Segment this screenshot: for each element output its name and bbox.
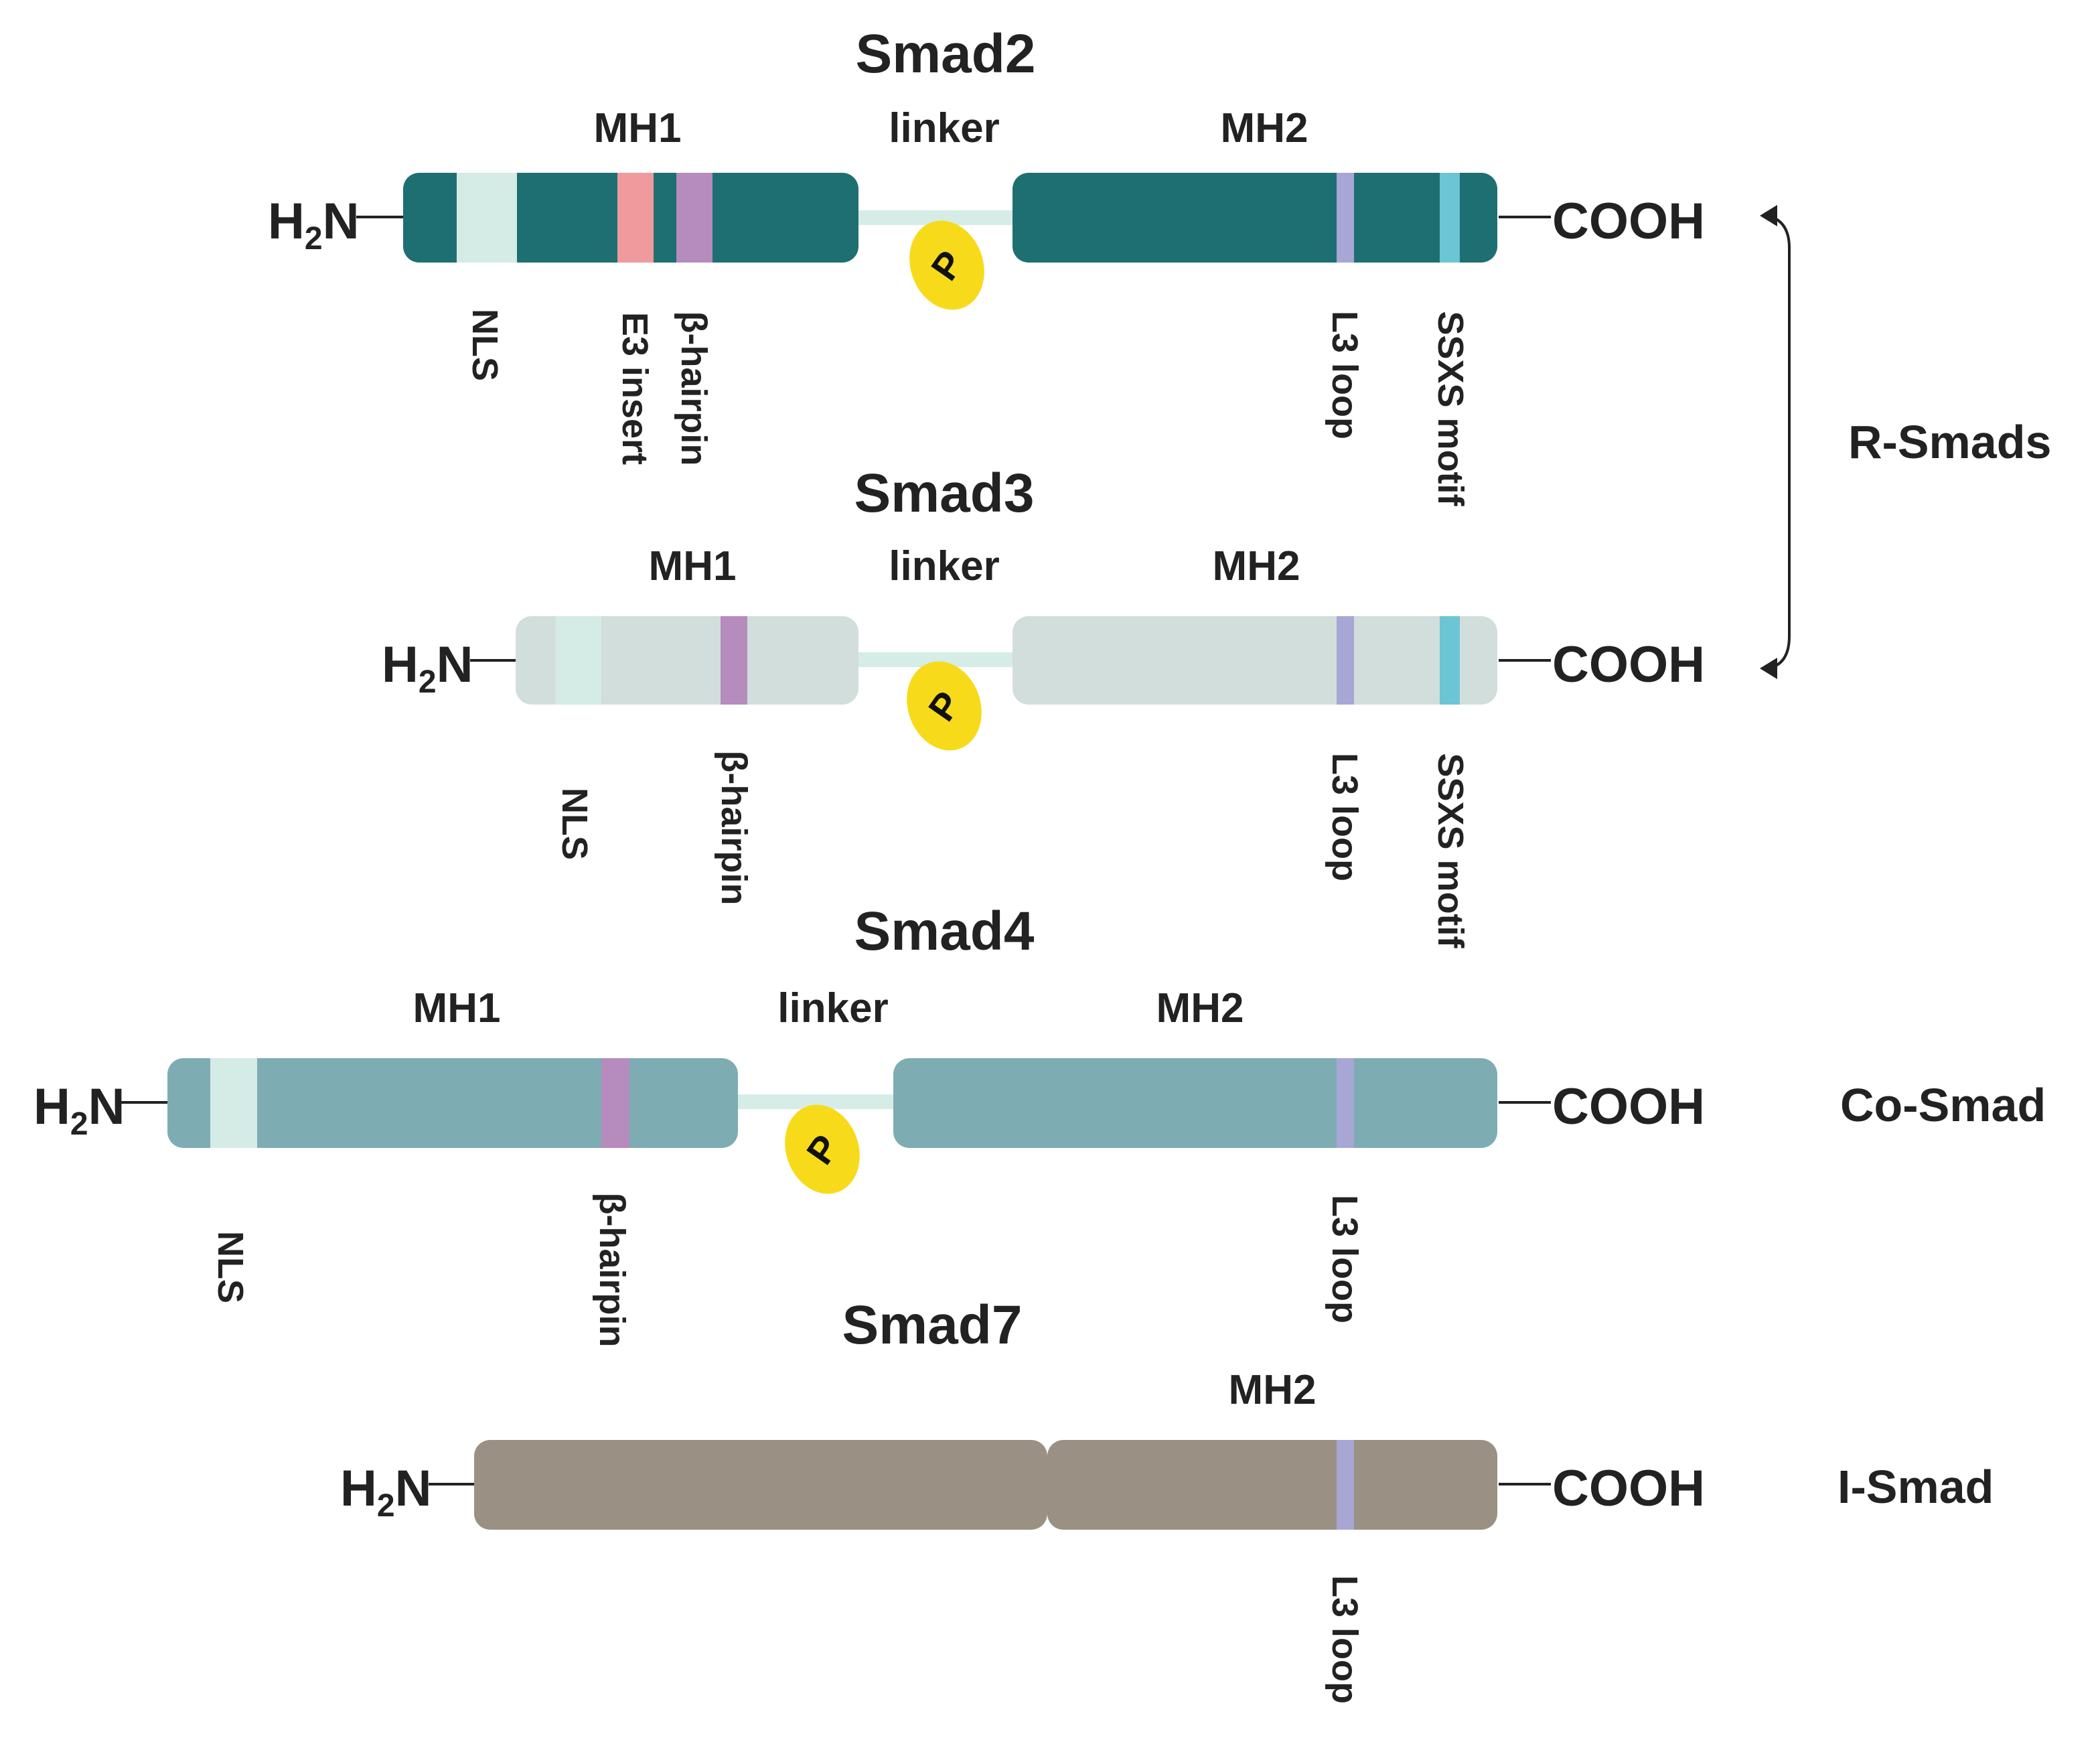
smad4-linker-label: linker <box>777 985 888 1031</box>
smad2-mh1-label: MH1 <box>594 105 682 151</box>
smad2-ssxs-band <box>1440 173 1460 263</box>
smad7-mh2-domain <box>1047 1440 1497 1530</box>
smad3-title: Smad3 <box>854 463 1035 524</box>
bracket-arrowhead-top <box>1760 205 1777 226</box>
smad4-l3-loop-label: L3 loop <box>1325 1195 1365 1323</box>
smad2-nls-band <box>457 173 517 263</box>
smad4-phospho-site: P <box>785 1104 860 1194</box>
smad7-protein: Smad7 MH2 H2N COOH I-Smad L3 loop <box>340 1295 1994 1704</box>
smad4-mh1-domain <box>167 1058 738 1148</box>
smad3-mh2-label: MH2 <box>1213 543 1300 589</box>
smad4-l3-loop-band <box>1337 1058 1354 1148</box>
smad2-protein: Smad2 MH1 linker MH2 H2N COOH P NLS E3 i… <box>268 23 1705 507</box>
smad4-protein: Smad4 MH1 linker MH2 H2N COOH P Co-Smad … <box>33 901 2046 1347</box>
smad3-ssxs-label: SSXS motif <box>1430 753 1471 948</box>
smad2-e3-insert-label: E3 insert <box>615 312 655 465</box>
smad3-nls-label: NLS <box>554 788 595 860</box>
r-smads-bracket: R-Smads <box>1760 205 2051 679</box>
smad3-phospho-site: P <box>907 661 982 751</box>
smad2-beta-hairpin-label: β-hairpin <box>674 311 714 466</box>
smad2-beta-hairpin-band <box>676 173 712 263</box>
smad3-beta-hairpin-label: β-hairpin <box>714 751 754 905</box>
smad7-n-terminus: H2N <box>340 1460 431 1524</box>
smad2-title: Smad2 <box>856 23 1036 84</box>
smad7-l3-loop-band <box>1337 1440 1354 1530</box>
smad4-title: Smad4 <box>854 901 1035 962</box>
smad3-mh1-label: MH1 <box>649 543 737 589</box>
smad4-beta-hairpin-band <box>601 1058 629 1148</box>
smad2-l3-loop-band <box>1337 173 1354 263</box>
smad2-mh2-domain <box>1012 173 1497 263</box>
smad4-nls-label: NLS <box>210 1231 250 1303</box>
smad4-beta-hairpin-label: β-hairpin <box>592 1193 632 1348</box>
smad2-ssxs-label: SSXS motif <box>1430 311 1471 506</box>
smad3-protein: Smad3 MH1 linker MH2 H2N COOH P NLS β-ha… <box>382 463 1705 949</box>
smad3-ssxs-band <box>1440 616 1460 705</box>
smad2-linker-label: linker <box>889 105 999 151</box>
smad7-mh2-label: MH2 <box>1229 1367 1317 1413</box>
smad2-e3-insert-band <box>617 173 654 263</box>
smad7-c-terminus: COOH <box>1552 1460 1705 1517</box>
smad4-mh1-label: MH1 <box>413 985 501 1031</box>
smad4-mh2-label: MH2 <box>1156 985 1244 1031</box>
i-smad-label: I-Smad <box>1837 1461 1994 1513</box>
phospho-marker <box>909 220 984 310</box>
smad4-nls-band <box>210 1058 257 1148</box>
smad2-l3-loop-label: L3 loop <box>1325 311 1365 439</box>
smad3-l3-loop-band <box>1337 616 1354 705</box>
smad7-l3-loop-label: L3 loop <box>1325 1575 1365 1704</box>
phospho-marker <box>785 1104 860 1194</box>
bracket-line <box>1767 214 1791 670</box>
smad3-beta-hairpin-band <box>721 616 747 705</box>
smad3-linker-label: linker <box>889 543 999 589</box>
phospho-marker <box>907 661 982 751</box>
smad2-c-terminus: COOH <box>1552 193 1705 250</box>
smad2-n-terminus: H2N <box>268 193 359 257</box>
smad7-title: Smad7 <box>842 1295 1023 1356</box>
smad3-l3-loop-label: L3 loop <box>1325 753 1365 881</box>
smad4-c-terminus: COOH <box>1552 1078 1705 1135</box>
smad3-mh2-domain <box>1012 616 1497 705</box>
smad2-nls-label: NLS <box>465 309 505 381</box>
smad3-nls-band <box>556 616 601 705</box>
smad3-c-terminus: COOH <box>1552 636 1705 693</box>
smad2-mh2-label: MH2 <box>1221 105 1308 151</box>
co-smad-label: Co-Smad <box>1840 1079 2046 1131</box>
bracket-arrowhead-bottom <box>1760 658 1777 679</box>
smad4-linker <box>737 1094 895 1109</box>
smad7-n-domain <box>474 1440 1047 1530</box>
smad4-mh2-domain <box>893 1058 1497 1148</box>
smad3-n-terminus: H2N <box>382 636 473 700</box>
r-smads-label: R-Smads <box>1848 416 2051 468</box>
smad3-linker <box>857 652 1015 667</box>
smad4-n-terminus: H2N <box>33 1078 125 1142</box>
smad2-linker <box>857 210 1015 225</box>
smad2-phospho-site: P <box>909 220 984 310</box>
